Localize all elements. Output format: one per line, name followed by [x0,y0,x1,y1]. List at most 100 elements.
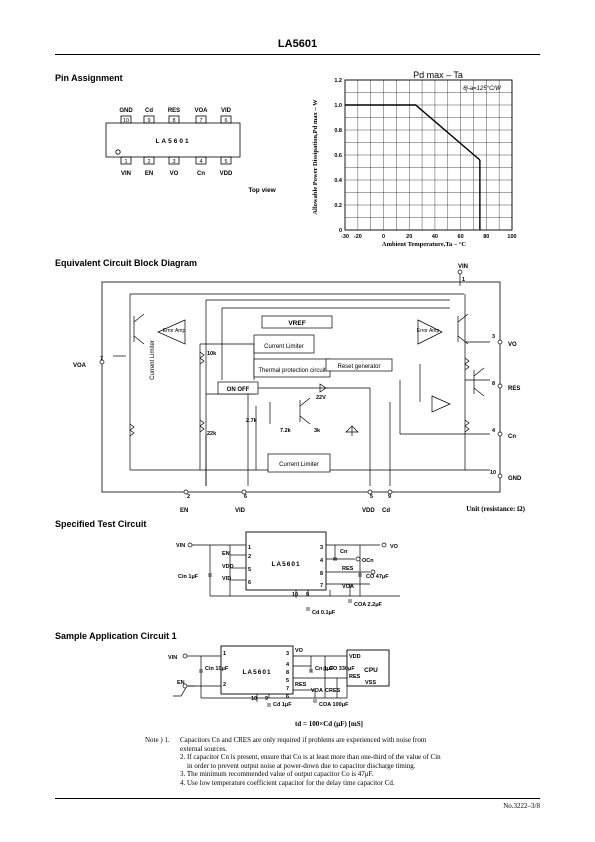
test-pin-number: 6 [248,580,251,586]
unit-note: Unit (resistance: Ω) [466,505,525,513]
current-limiter-block [253,334,315,354]
thermal-label: Thermal protection circuit [258,368,326,374]
app-pin-number: 6 [286,694,289,700]
y-tick-label: 1.0 [334,103,342,109]
test-vo-label: VO [390,544,399,550]
section-application: Sample Application Circuit 1 [55,631,177,641]
note-2-line-2: in order to prevent output noise at powe… [187,761,416,770]
onoff-label: ON OFF [227,387,250,393]
app-pin-number: 5 [286,678,289,684]
app-pin-number: 8 [286,670,289,676]
pin-number: 4 [199,159,202,165]
pin-label: VO [170,171,179,177]
app-en-label: EN [177,680,185,686]
pin-vo-number: 3 [492,334,495,340]
pin-label: RES [168,108,180,114]
x-tick-label: 20 [406,234,412,240]
test-cin-label: Cin 1μF [178,574,199,580]
pin-label: EN [145,171,153,177]
pin-gnd-label: GND [508,476,522,482]
pin-cd-number: 9 [388,494,391,500]
test-pin-number: 3 [320,545,323,551]
y-tick-label: 0 [339,228,342,234]
note-2-line-1: 2. If capacitor Cn is present, ensure th… [180,753,441,762]
app-pin-number: 4 [286,662,290,668]
page-title: LA5601 [277,38,318,50]
pin-number: 2 [147,159,150,165]
header-rule [55,54,540,55]
vref-label: VREF [288,320,305,327]
test-pin-number: 2 [248,554,251,560]
test-pin-9: 9 [306,592,309,598]
note-4: 4. Use low temperature coefficient capac… [180,778,395,787]
app-res-label: RES [295,682,307,688]
reset-generator-block [325,358,393,372]
pin-label: VID [221,108,232,114]
chip-label: LA5601 [155,138,190,145]
pin-cd-label: Cd [382,508,390,514]
cpu-vdd-label: VDD [349,654,361,660]
page-number: No.3222–3/8 [503,802,540,810]
pin-vo-label: VO [508,342,517,348]
section-pin-assignment: Pin Assignment [55,73,123,83]
y-tick-label: 0.4 [334,178,343,184]
pin-label: Cd [145,108,153,114]
pin-label: Cn [197,171,205,177]
derating-curve [345,104,481,161]
x-tick-label: -30 [341,234,349,240]
test-pin-10: 10 [292,592,298,598]
app-co-label: CO 330μF [329,666,355,672]
app-pin-number: 2 [223,682,226,688]
test-ocn-label: OCn [362,558,374,564]
pin-cn-label: Cn [508,434,516,440]
app-pin-number: 7 [286,686,289,692]
pin-gnd-number: 10 [490,470,496,476]
pin-number: 10 [123,118,129,124]
pin-number: 1 [124,159,127,165]
vref-block [261,315,333,329]
block-diagram: VREF Current Limiter Thermal protection … [73,264,526,514]
cpu-block [346,649,390,687]
app-cn-label: Cn 1μF [315,666,334,672]
app-cin-label: Cin 10μF [205,666,229,672]
top-view-label: Top view [248,187,276,194]
app-vin-label: VIN [168,655,177,661]
test-chip-label: LA5601 [271,561,300,568]
error-amp-left-label: Error Amp [163,328,186,334]
pin-vin-label: VIN [458,264,468,270]
note-3: 3. The minimum recommended value of outp… [180,770,374,779]
notes-block: Note ) 1. Capacitors Cn and CRES are onl… [145,736,545,788]
app-cres-label: CRES [325,688,341,694]
test-co-label: CO 47μF [366,574,389,580]
zener-22v-label: 22V [316,395,326,401]
pin-cn-number: 4 [492,428,496,434]
note-1-line-2: external sources. [180,744,228,753]
section-test-circuit: Specified Test Circuit [55,519,147,529]
application-circuit-diagram: LA5601 CPU VIN EN VO Cin 10μF Cn 1μF CO … [168,645,390,728]
app-vo-label: VO [295,648,304,654]
chart-annotation: θj-a=125°C/W [463,86,502,92]
pin-vid-label: VID [235,508,246,514]
pin-number: 7 [199,118,202,124]
y-tick-label: 0.8 [334,128,342,134]
test-cd-label: Cd 0.1μF [312,610,336,616]
app-pin-number: 9 [265,696,268,702]
y-tick-label: 0.2 [334,203,342,209]
current-limiter-label: Current Limiter [264,344,304,350]
cpu-res-label: RES [349,674,361,680]
plot-frame [344,79,513,231]
derating-chart: Pd max – Ta θj-a=125°C/W 00.20.40.60.81.… [312,70,517,248]
app-pin-number: 10 [251,696,257,702]
test-pin-number: 7 [320,583,323,589]
test-pin-number: 5 [248,567,251,573]
app-pin-number: 1 [223,651,226,657]
resistor-22k-label: 22k [207,431,217,437]
resistor-3k-label: 3k [314,428,321,434]
pin-number: 8 [172,118,175,124]
error-amp-right-label: Error Amp [417,328,440,334]
pin-number: 5 [224,159,227,165]
pin-voa-number: 7 [100,356,103,362]
pin-res-label: RES [508,386,520,392]
test-coa-label: COA 2.2μF [354,602,383,608]
pin-label: VIN [121,171,131,177]
